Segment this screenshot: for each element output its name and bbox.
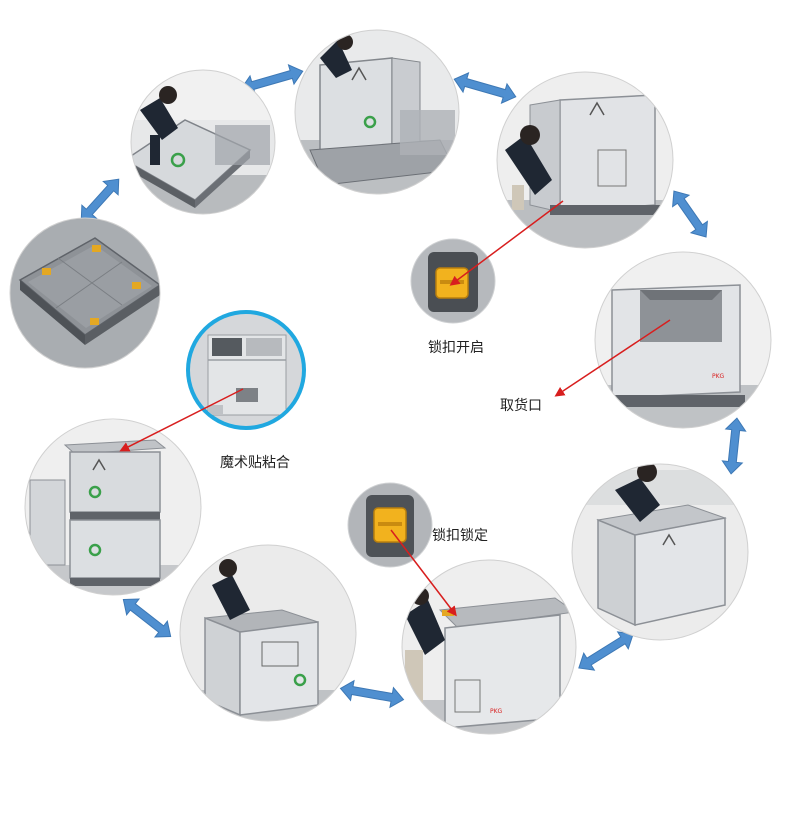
step-photo-2 (294, 29, 460, 195)
cycle-arrow-2 (453, 71, 517, 105)
pointer-lock-open (449, 200, 564, 286)
cycle-arrows (80, 63, 747, 709)
zoom-velcro (186, 310, 306, 430)
label-velcro: 魔术贴粘合 (220, 455, 290, 471)
step-photo-8 (179, 544, 357, 722)
svg-text:PKG: PKG (712, 373, 725, 380)
step-photo-9 (24, 418, 202, 596)
label-lock-open: 锁扣开启 (428, 340, 484, 356)
zoom-lock-open (410, 238, 496, 324)
step-photo-7: PKG (401, 559, 577, 735)
cycle-arrow-6 (339, 679, 405, 709)
step-photo-6 (571, 463, 749, 641)
label-lock-closed: 锁扣锁定 (432, 528, 488, 544)
label-access-door: 取货口 (500, 397, 542, 414)
pointer-access-door (554, 319, 671, 397)
cycle-arrow-4 (721, 417, 747, 475)
cycle-arrow-8 (80, 178, 120, 222)
step-photo-5: PKG (594, 251, 772, 429)
cycle-arrow-3 (672, 190, 708, 238)
step-photo-1 (130, 69, 276, 215)
pointer-lock-closed (390, 529, 457, 617)
pointer-arrows (119, 200, 671, 617)
pointer-velcro (119, 388, 244, 452)
step-photo-3 (496, 71, 674, 249)
zoom-lock-closed (347, 482, 433, 568)
cycle-arrow-7 (122, 598, 172, 638)
svg-text:PKG: PKG (490, 708, 503, 715)
recycle-icon (170, 152, 186, 168)
step-photo-4 (9, 217, 161, 369)
